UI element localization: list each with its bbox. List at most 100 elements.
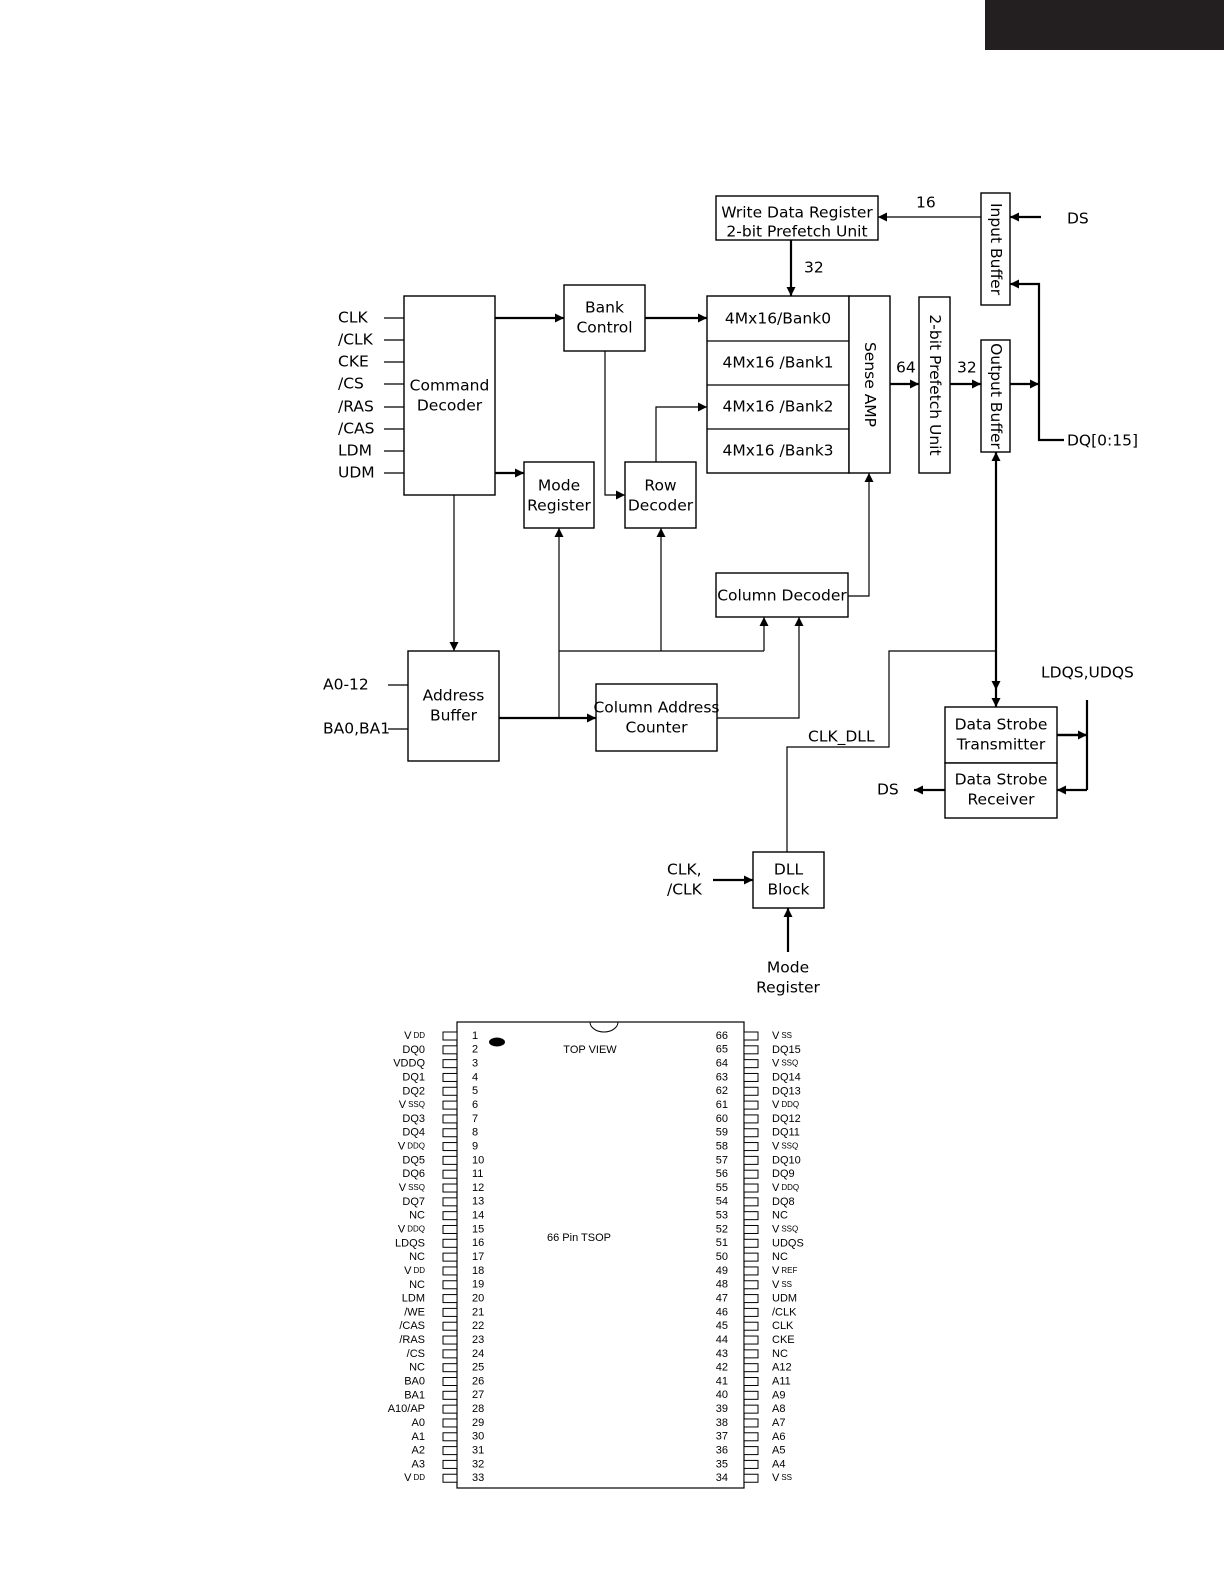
pin-number-39: 39 — [716, 1403, 728, 1415]
pin-pad-42 — [743, 1363, 759, 1373]
pin-number-3: 3 — [472, 1058, 478, 1070]
input-buffer-label: Input Buffer — [987, 203, 1005, 296]
pin-pad-16 — [442, 1238, 458, 1248]
pin-pad-3 — [442, 1059, 458, 1069]
pin-pad-43 — [743, 1349, 759, 1359]
pin-pad-12 — [442, 1183, 458, 1193]
pin-pad-63 — [743, 1072, 759, 1082]
pin-number-23: 23 — [472, 1334, 484, 1346]
pin-number-46: 46 — [716, 1306, 728, 1318]
pin-label-42: A12 — [772, 1362, 792, 1374]
top-view-label: TOP VIEW — [563, 1044, 617, 1056]
pin-label-22: /CAS — [399, 1320, 425, 1332]
pin-number-58: 58 — [716, 1140, 728, 1152]
pin-number-1: 1 — [472, 1030, 478, 1042]
prefetch-unit-box — [918, 296, 951, 474]
pin-label-47: UDM — [772, 1292, 797, 1304]
pin-number-61: 61 — [716, 1099, 728, 1111]
address-buffer-box — [407, 650, 500, 762]
sig-cas: /CAS — [338, 420, 375, 438]
pin-pad-33 — [442, 1473, 458, 1483]
bus-32-out: 32 — [957, 359, 977, 377]
bank-control-box — [563, 284, 646, 352]
pin-number-16: 16 — [472, 1237, 484, 1249]
dll-mode-register-1: Mode — [767, 959, 809, 977]
pin-label-60: DQ12 — [772, 1113, 801, 1125]
pin-pad-18 — [442, 1266, 458, 1276]
pin-pad-57 — [743, 1155, 759, 1165]
command-signal-lines — [384, 317, 404, 474]
pin-label-17: NC — [409, 1251, 425, 1263]
bus-32-wdr: 32 — [804, 259, 824, 277]
pin-number-5: 5 — [472, 1085, 478, 1097]
pin-number-38: 38 — [716, 1417, 728, 1429]
write-data-register-box — [715, 195, 879, 241]
pin-pad-41 — [743, 1377, 759, 1386]
pin-label-23: /RAS — [399, 1334, 425, 1346]
mode-register-box — [523, 461, 595, 529]
pin-number-43: 43 — [716, 1348, 728, 1360]
pin-pad-52 — [743, 1224, 759, 1234]
pin-label-26: BA0 — [404, 1375, 425, 1387]
pin-label-46: /CLK — [772, 1306, 797, 1318]
pin-number-59: 59 — [716, 1127, 728, 1139]
pin-pad-5 — [442, 1086, 458, 1096]
pin-label-27: BA1 — [404, 1389, 425, 1401]
pin-pad-7 — [442, 1114, 458, 1124]
pin-number-37: 37 — [716, 1431, 728, 1443]
dll-block-label-2: Block — [768, 881, 810, 899]
pin-label-38: A7 — [772, 1417, 785, 1429]
pin-number-52: 52 — [716, 1223, 728, 1235]
pin-number-19: 19 — [472, 1279, 484, 1291]
pin-number-10: 10 — [472, 1154, 484, 1166]
pin-pad-32 — [442, 1459, 458, 1469]
pin-pad-58 — [743, 1142, 759, 1152]
pin-pad-9 — [442, 1142, 458, 1152]
pin-pad-39 — [743, 1404, 759, 1414]
pin-number-48: 48 — [716, 1279, 728, 1291]
pin-pad-53 — [743, 1211, 759, 1221]
pin-pad-22 — [442, 1321, 458, 1331]
pin-pad-20 — [442, 1294, 458, 1304]
pin1-dot-icon — [489, 1037, 505, 1047]
pin-number-18: 18 — [472, 1265, 484, 1277]
sig-cs: /CS — [338, 375, 364, 393]
pin-number-64: 64 — [716, 1058, 728, 1070]
pin-number-53: 53 — [716, 1210, 728, 1222]
pin-pad-24 — [442, 1349, 458, 1359]
bank-3-label: 4Mx16 /Bank3 — [722, 442, 833, 460]
prefetch-unit-label: 2-bit Prefetch Unit — [926, 314, 944, 455]
pin-number-12: 12 — [472, 1182, 484, 1194]
pin-number-34: 34 — [716, 1472, 728, 1484]
pin-number-24: 24 — [472, 1348, 484, 1360]
pin-label-37: A6 — [772, 1431, 785, 1443]
dll-block-label-1: DLL — [774, 861, 804, 879]
pin-label-8: DQ4 — [402, 1127, 425, 1139]
pin-number-4: 4 — [472, 1071, 478, 1083]
pin-label-51: UDQS — [772, 1237, 804, 1249]
pin-label-43: NC — [772, 1348, 788, 1360]
pin-label-5: DQ2 — [402, 1085, 425, 1097]
column-decoder-label: Column Decoder — [717, 587, 847, 605]
row-decoder-label-2: Decoder — [628, 497, 694, 515]
pin-number-6: 6 — [472, 1099, 478, 1111]
pin-number-51: 51 — [716, 1237, 728, 1249]
data-strobe-transmitter-box — [944, 706, 1058, 764]
pin-label-4: DQ1 — [402, 1071, 425, 1083]
pin-label-62: DQ13 — [772, 1085, 801, 1097]
pin-pad-11 — [442, 1169, 458, 1179]
pin-number-57: 57 — [716, 1154, 728, 1166]
pin-number-26: 26 — [472, 1375, 484, 1387]
pin-pad-55 — [743, 1183, 759, 1193]
pin-number-56: 56 — [716, 1168, 728, 1180]
pin-number-62: 62 — [716, 1085, 728, 1097]
pin-number-8: 8 — [472, 1127, 478, 1139]
pin-number-13: 13 — [472, 1196, 484, 1208]
input-buffer-box — [980, 192, 1011, 306]
pin-number-15: 15 — [472, 1223, 484, 1235]
